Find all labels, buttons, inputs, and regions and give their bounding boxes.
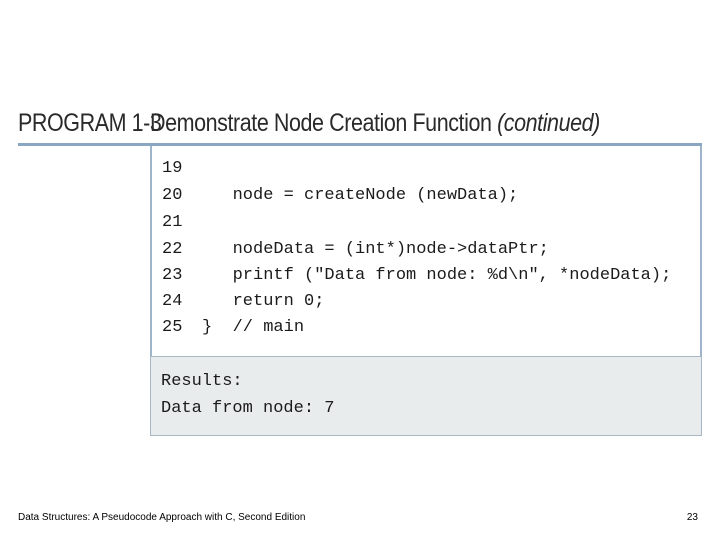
- program-label: PROGRAM 1-3: [18, 109, 162, 137]
- code-text: return 0;: [202, 292, 325, 311]
- code-line: 21: [162, 210, 202, 236]
- code-text: nodeData = (int*)node->dataPtr;: [202, 240, 549, 259]
- line-number: 19: [162, 159, 183, 178]
- line-number: 20: [162, 186, 183, 205]
- program-header: PROGRAM 1-3 Demonstrate Node Creation Fu…: [18, 108, 708, 142]
- line-number: 25: [162, 318, 183, 337]
- line-number: 22: [162, 240, 183, 259]
- line-number: 24: [162, 292, 183, 311]
- results-panel: Results: Data from node: 7: [150, 356, 702, 436]
- program-title-suffix: (continued): [497, 109, 600, 137]
- code-line: 23 printf ("Data from node: %d\n", *node…: [162, 263, 671, 289]
- program-title: Demonstrate Node Creation Function (cont…: [150, 108, 600, 138]
- footer-book-title: Data Structures: A Pseudocode Approach w…: [18, 512, 306, 523]
- code-line: 19: [162, 156, 202, 182]
- code-line: 24 return 0;: [162, 289, 324, 315]
- results-label: Results:: [161, 372, 243, 391]
- code-line: 25 } // main: [162, 315, 304, 341]
- line-number: 23: [162, 266, 183, 285]
- results-output: Data from node: 7: [161, 399, 335, 418]
- code-text: node = createNode (newData);: [202, 186, 519, 205]
- code-listing: 19 20 node = createNode (newData); 21 22…: [150, 146, 702, 356]
- program-title-text: Demonstrate Node Creation Function: [150, 109, 492, 137]
- line-number: 21: [162, 213, 183, 232]
- code-line: 22 nodeData = (int*)node->dataPtr;: [162, 237, 549, 263]
- header-rule: [18, 143, 702, 146]
- code-text: printf ("Data from node: %d\n", *nodeDat…: [202, 266, 672, 285]
- code-text: } // main: [202, 318, 305, 337]
- footer-page-number: 23: [686, 512, 698, 523]
- code-line: 20 node = createNode (newData);: [162, 183, 518, 209]
